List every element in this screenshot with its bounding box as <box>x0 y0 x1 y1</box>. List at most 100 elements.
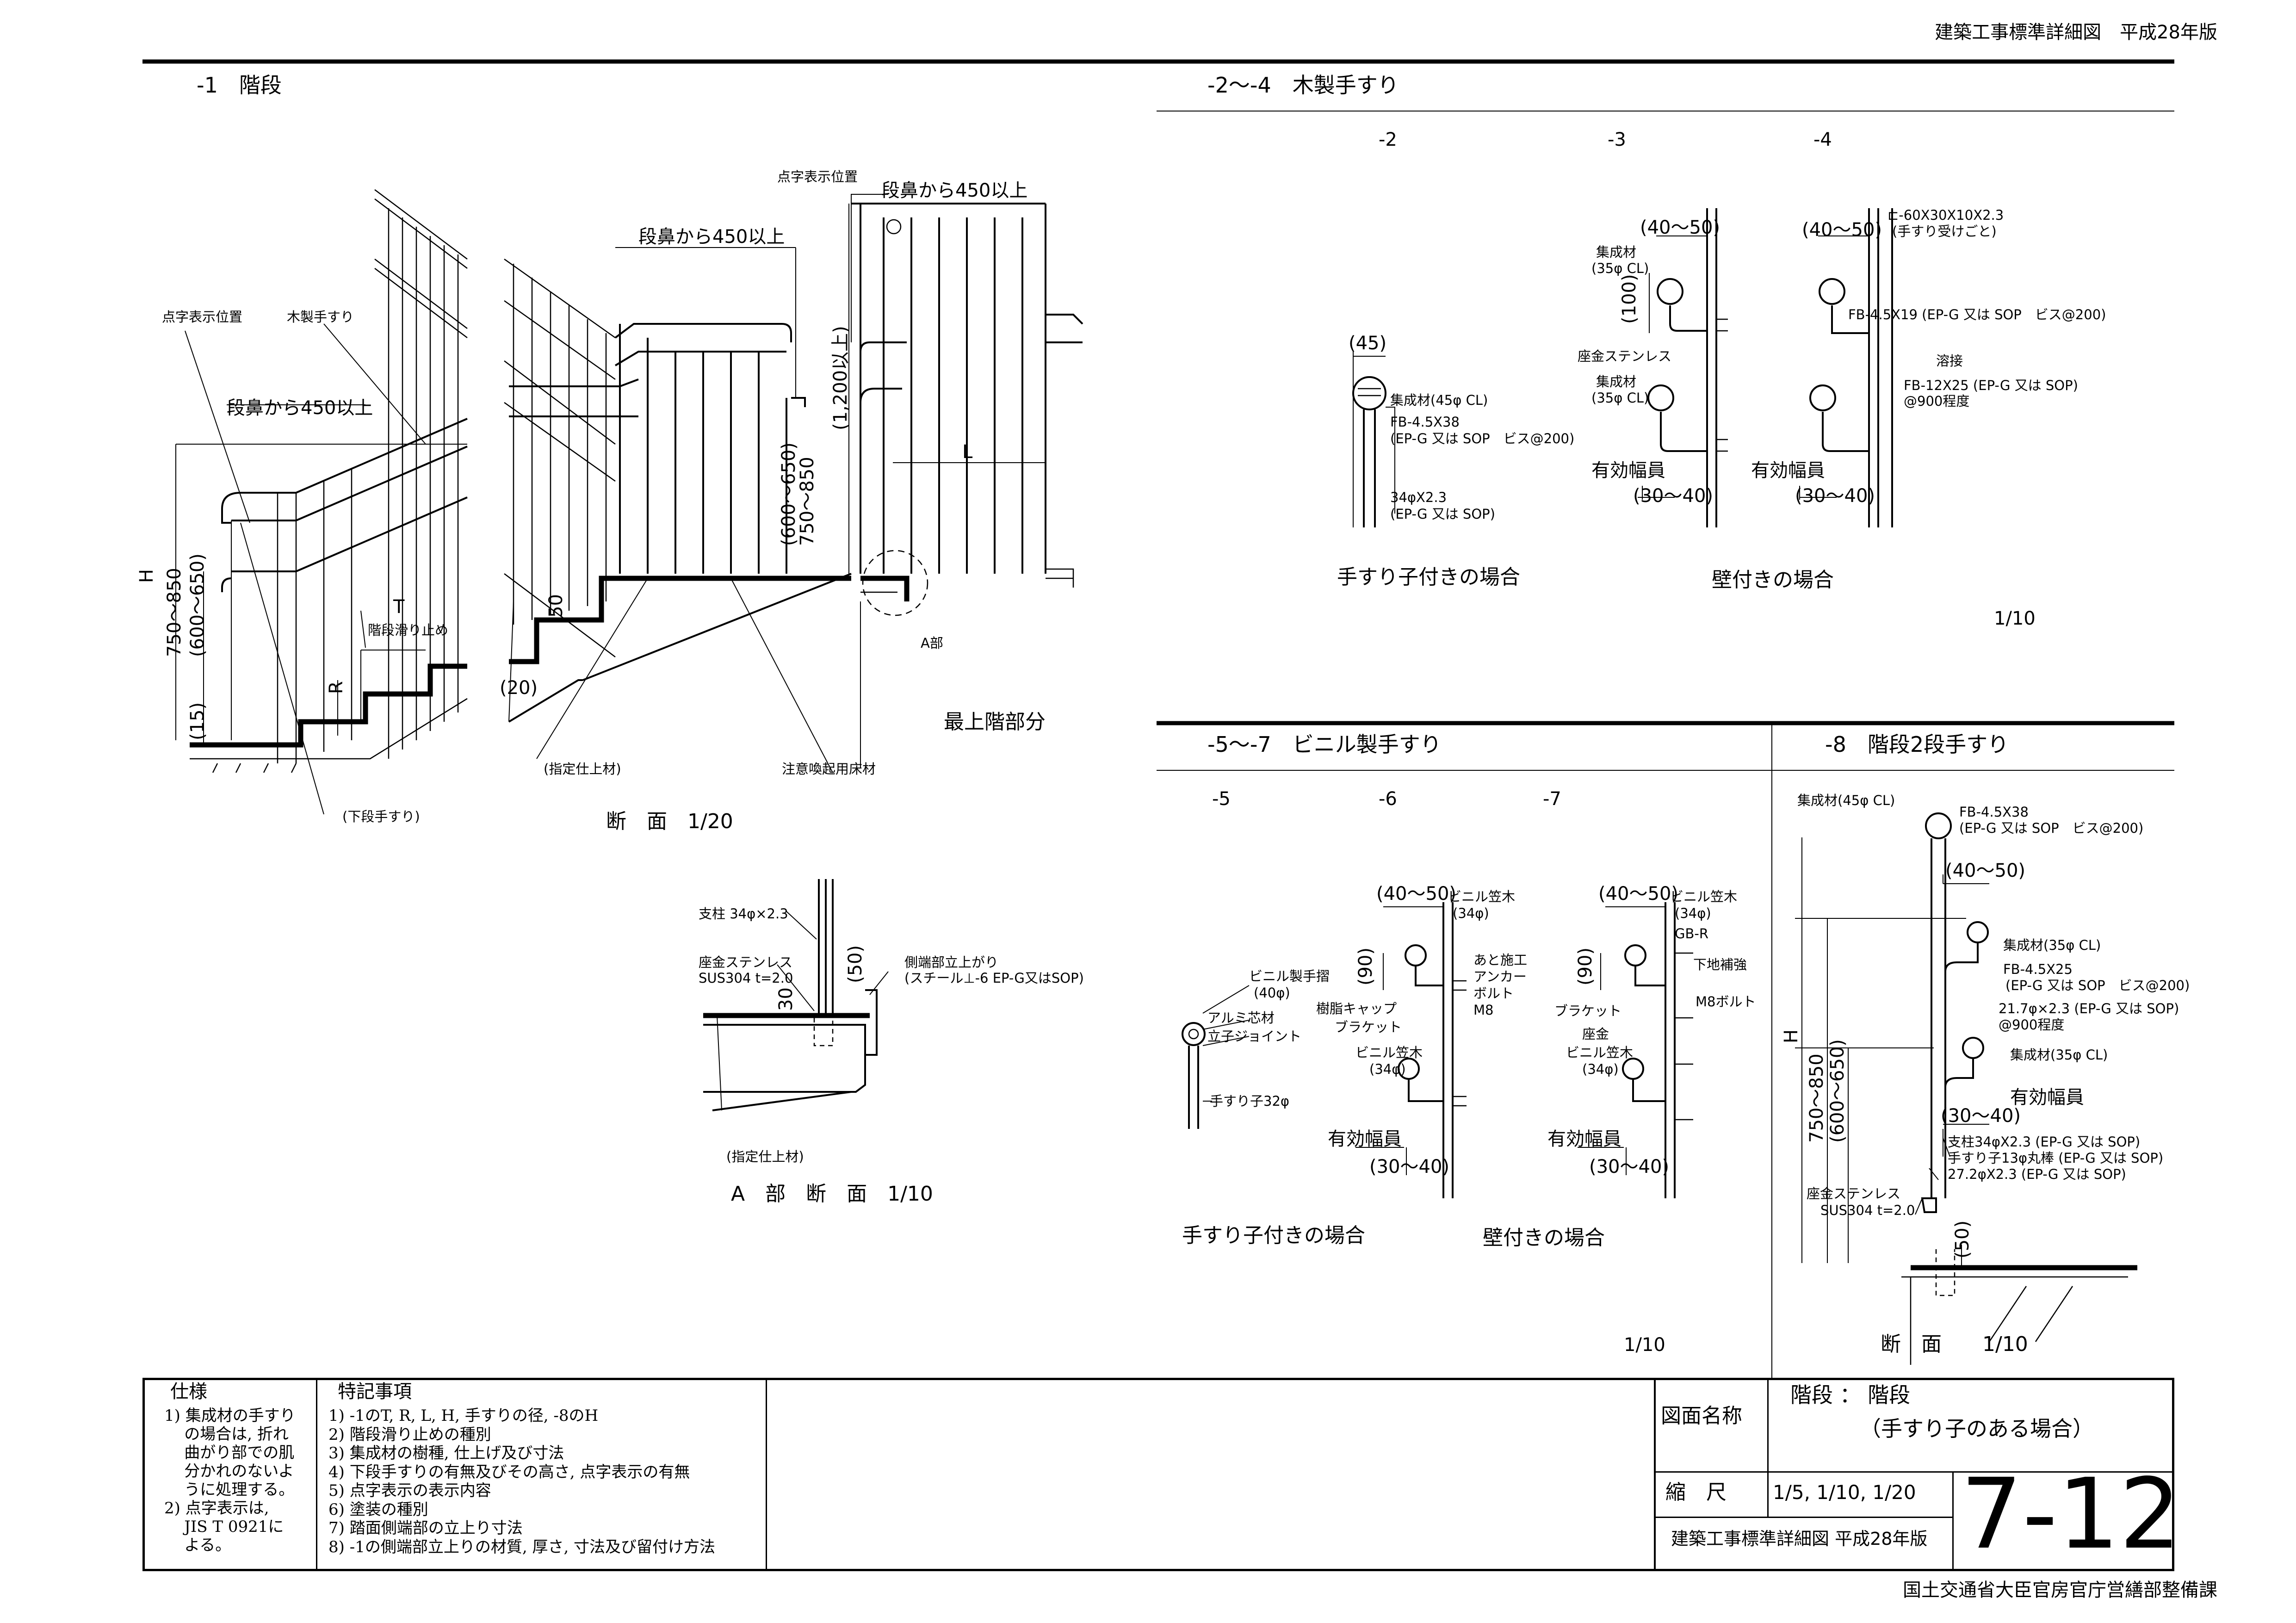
sub-label-5: -5 <box>1212 788 1231 810</box>
lbl-2t-p272: 27.2φX2.3 (EP-G 又は SOP) <box>1948 1166 2126 1182</box>
lbl-cap34-d: (34φ) <box>1369 1061 1406 1077</box>
lbl-v-w4050-a: (40～50) <box>1376 883 1456 904</box>
section-caption-1-20: 断 面 1/20 <box>606 810 733 833</box>
lbl-v-w4050-b: (40～50) <box>1598 883 1678 904</box>
sub-label-4: -4 <box>1813 129 1832 150</box>
section-title-1: -1 階段 <box>197 73 282 98</box>
lbl-lower-rail: (下段手すり) <box>342 809 420 824</box>
lbl-50-a: (50) <box>845 945 866 983</box>
lbl-m8: M8 <box>1473 1002 1493 1018</box>
tb-div-1 <box>316 1378 317 1571</box>
lbl-2t-fb438-b: (EP-G 又は SOP ビス@200) <box>1959 820 2143 836</box>
lbl-2t-base-1: 座金ステンレス <box>1807 1186 1900 1202</box>
lbl-2t-50: (50) <box>1952 1220 1973 1258</box>
lbl-shitaji: 下地補強 <box>1693 957 1747 973</box>
title-block <box>142 1378 2174 1571</box>
lbl-2t-lam45: 集成材(45φ CL) <box>1797 793 1895 808</box>
lbl-v-w3040-b: (30～40) <box>1589 1156 1669 1177</box>
lbl-w3040-b: (30～40) <box>1795 485 1875 507</box>
lbl-anchor-3: ボルト <box>1473 985 1514 1001</box>
lbl-gbr: GB-R <box>1675 926 1708 942</box>
lbl-braille-pos-top: 点字表示位置 <box>777 169 858 185</box>
lbl-braille-pos: 点字表示位置 <box>162 309 242 325</box>
section-title-2-4: -2～-4 木製手すり <box>1207 73 1399 98</box>
lbl-w3040-a: (30～40) <box>1633 485 1713 507</box>
lbl-v-eff-2: 有効幅員 <box>1547 1128 1621 1150</box>
lbl-fb419: FB-4.5X19 (EP-G 又は SOP ビス@200) <box>1848 307 2106 322</box>
two-tier-rail <box>1795 812 2137 1365</box>
lbl-2t-rod13: 手すり子13φ丸棒 (EP-G 又は SOP) <box>1948 1150 2163 1166</box>
vinyl-rail-5 <box>1182 985 1250 1129</box>
lbl-15-left: (15) <box>187 702 208 740</box>
stair-flight-view <box>504 247 852 773</box>
lbl-fb438-b: (EP-G 又は SOP ビス@200) <box>1390 431 1574 446</box>
lbl-2t-w4050: (40～50) <box>1945 860 2025 881</box>
scale-vinyl: 1/10 <box>1624 1334 1665 1356</box>
lbl-p90-b: (90) <box>1575 948 1596 985</box>
stair-side-view <box>175 189 468 815</box>
section-title-8: -8 階段2段手すり <box>1825 732 2009 757</box>
lbl-ch2: (手すり受けごと) <box>1892 223 1997 239</box>
drawing-name-label: 図面名称 <box>1661 1404 1742 1428</box>
lbl-2t-750: 750～850 <box>1806 1053 1827 1143</box>
lbl-fb1225-b: @900程度 <box>1904 393 1969 409</box>
lbl-wood-rail: 木製手すり <box>287 309 354 325</box>
tb-hr-1 <box>1654 1471 2174 1473</box>
lbl-2t-fb438-a: FB-4.5X38 <box>1959 804 2029 820</box>
lbl-cap34-a: ビニル笠木 <box>1448 889 1515 904</box>
lbl-30-a: 30 <box>775 987 797 1011</box>
scale-label: 縮 尺 <box>1665 1481 1727 1504</box>
lbl-nonslip: 階段滑り止め <box>368 622 448 638</box>
lbl-fb438-a: FB-4.5X38 <box>1390 414 1460 430</box>
lbl-nose450-c: 段鼻から450以上 <box>881 180 1027 201</box>
vinyl-rail-7 <box>1578 902 1693 1198</box>
cap-wood-post: 手すり子付きの場合 <box>1337 565 1520 589</box>
lbl-p45: (45) <box>1349 333 1386 354</box>
lbl-50-mid: 50 <box>545 594 567 618</box>
tb-div-3 <box>1654 1378 1656 1571</box>
lbl-m8b: M8ボルト <box>1696 994 1756 1010</box>
lbl-A-part: A部 <box>921 635 943 651</box>
lbl-bracket: ブラケット <box>1335 1019 1402 1035</box>
cap-wood-wall: 壁付きの場合 <box>1712 568 1834 592</box>
lbl-p90-a: (90) <box>1355 948 1376 985</box>
wood-rail-2 <box>1352 352 1395 527</box>
lbl-2t-lam35-a: 集成材(35φ CL) <box>2003 937 2101 953</box>
lbl-post: 支柱 34φ×2.3 <box>699 906 788 922</box>
top-floor-view <box>848 194 1083 768</box>
lbl-L: L <box>962 441 973 463</box>
standard-label: 建築工事標準詳細図 平成28年版 <box>1671 1529 1928 1549</box>
lbl-2t-p217-a: 21.7φ×2.3 (EP-G 又は SOP) <box>1999 1001 2179 1016</box>
lbl-base-2: SUS304 t=2.0 <box>699 970 793 986</box>
notes-heading: 特記事項 <box>338 1381 412 1402</box>
lbl-2t-post34: 支柱34φX2.3 (EP-G 又は SOP) <box>1948 1134 2140 1150</box>
notes-text: 1) -1のT, R, L, H, 手すりの径, -8のH 2) 階段滑り止めの… <box>328 1406 716 1556</box>
lbl-750-850-left: 750～850 <box>164 568 185 657</box>
lbl-eff-w2: 有効幅員 <box>1751 460 1825 481</box>
lbl-anchor-1: あと施工 <box>1473 952 1527 968</box>
lbl-alu: アルミ芯材 <box>1207 1010 1275 1026</box>
sub-label-2: -2 <box>1379 129 1397 150</box>
tb-hr-2 <box>1654 1517 1952 1518</box>
lbl-cap34-c: ビニル笠木 <box>1355 1045 1423 1060</box>
tb-div-2 <box>766 1378 767 1571</box>
lbl-base-1: 座金ステンレス <box>699 954 792 970</box>
scale-value: 1/5, 1/10, 1/20 <box>1773 1481 1916 1504</box>
lbl-cap34-h: (34φ) <box>1582 1061 1619 1077</box>
lbl-2t-lam35-b: 集成材(35φ CL) <box>2010 1047 2108 1063</box>
lbl-pipe34-b: (EP-G 又は SOP) <box>1390 506 1495 522</box>
lbl-2t-w3040: (30～40) <box>1941 1105 2021 1127</box>
lbl-lam35-c: 集成材 <box>1596 374 1636 390</box>
lbl-2t-base-2: SUS304 t=2.0 <box>1820 1202 1915 1218</box>
lbl-top-floor: 最上階部分 <box>944 710 1046 734</box>
lbl-H-left: H <box>136 569 157 583</box>
lbl-2t-fb425-a: FB-4.5X25 <box>2003 961 2073 977</box>
lbl-750-850-mid: 750～850 <box>797 457 818 546</box>
lbl-lam45: 集成材(45φ CL) <box>1390 392 1488 408</box>
lbl-vinyl-40a: ビニル製手摺 <box>1249 968 1330 984</box>
lbl-caution-floor: 注意喚起用床材 <box>782 761 876 777</box>
lbl-R: R <box>326 681 347 694</box>
lbl-T: T <box>393 596 405 618</box>
lbl-fb1225-a: FB-12X25 (EP-G 又は SOP) <box>1904 378 2078 393</box>
lbl-nose450-a: 段鼻から450以上 <box>227 397 373 419</box>
